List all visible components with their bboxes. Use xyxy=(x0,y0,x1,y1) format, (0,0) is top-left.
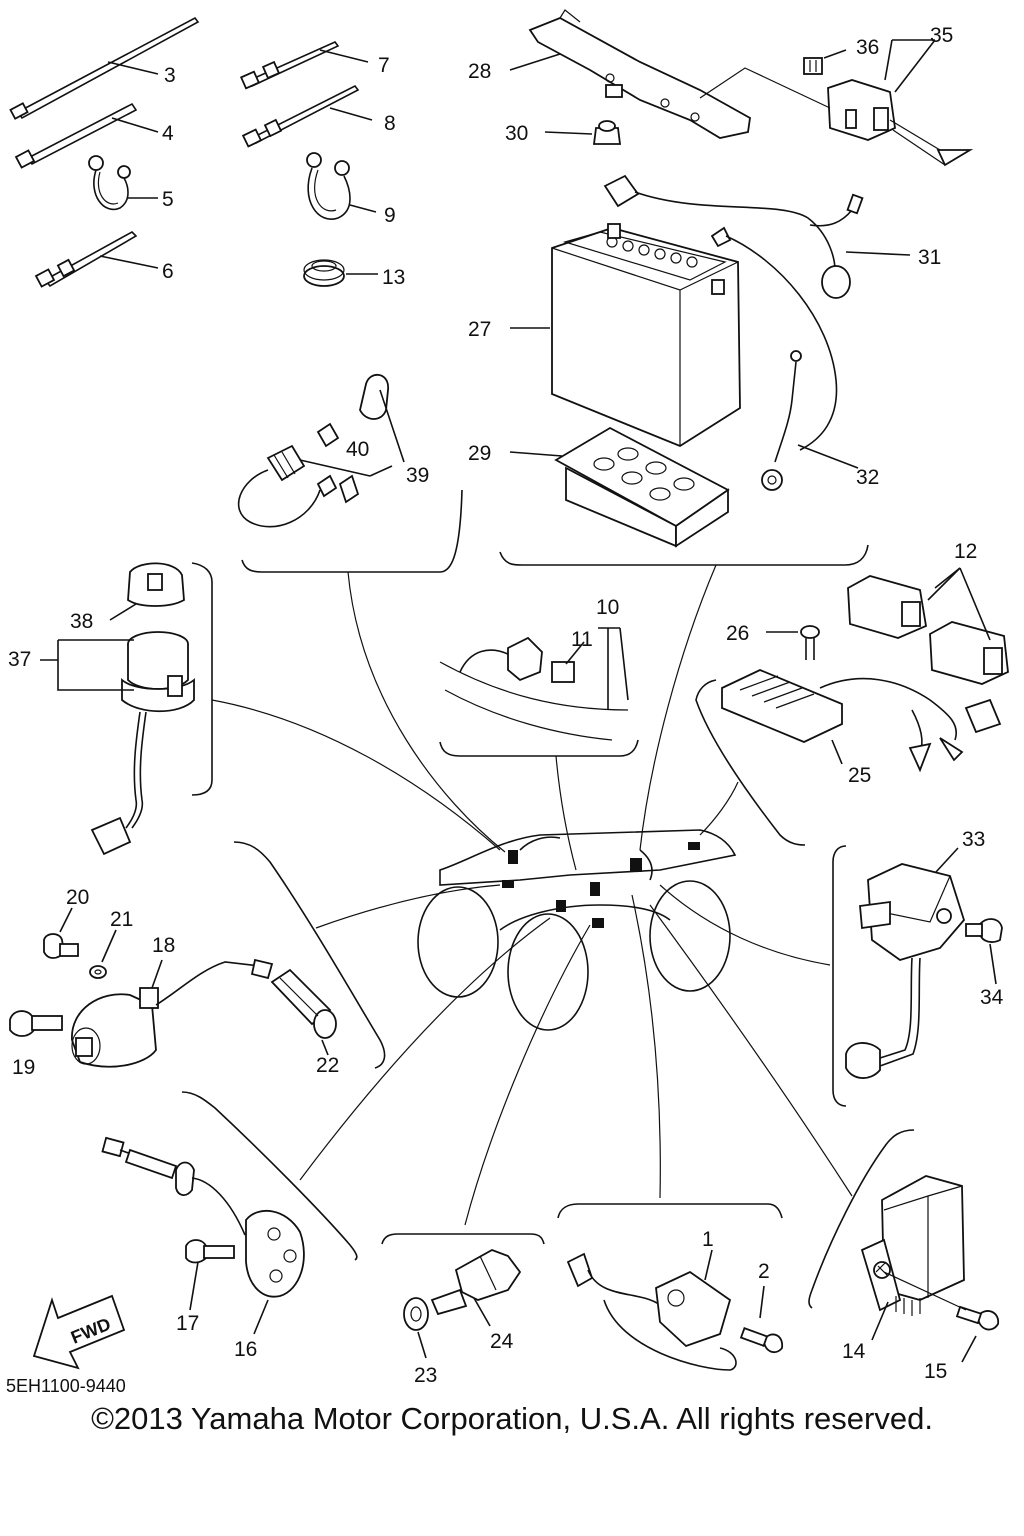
callout-3: 3 xyxy=(164,64,176,87)
screw-15: 15 xyxy=(883,1271,999,1383)
callout-35: 35 xyxy=(930,24,953,47)
rectifier-regulator-25: 25 xyxy=(721,669,1002,787)
relay-unit-10: 11 10 xyxy=(439,596,629,741)
bolt-34: 34 xyxy=(965,918,1004,1009)
callout-18: 18 xyxy=(152,934,175,957)
callout-27: 27 xyxy=(468,318,491,341)
sensor-1: 1 xyxy=(566,1228,737,1371)
bolt-20: 20 xyxy=(43,886,89,959)
callout-25: 25 xyxy=(848,764,871,787)
callout-30: 30 xyxy=(505,122,528,145)
callout-22: 22 xyxy=(316,1054,339,1077)
callout-31: 31 xyxy=(918,246,941,269)
bracket-thermo-switch xyxy=(381,1233,545,1245)
battery-lead-31: 31 xyxy=(603,174,941,299)
callout-13: 13 xyxy=(382,266,405,289)
callout-40: 40 xyxy=(346,438,369,461)
callout-11: 11 xyxy=(571,628,593,651)
main-switch-37: 38 37 xyxy=(8,562,195,856)
fwd-arrow: FWD xyxy=(32,1294,126,1370)
callout-21: 21 xyxy=(110,908,133,931)
callout-15: 15 xyxy=(924,1360,947,1383)
callout-10: 10 xyxy=(596,596,619,619)
bracket-relay xyxy=(439,739,639,757)
callout-19: 19 xyxy=(12,1056,35,1079)
bracket-plug-cap xyxy=(241,489,463,573)
rectifier-33: 33 xyxy=(845,828,985,1079)
bracket-main-switch xyxy=(191,562,213,796)
callout-17: 17 xyxy=(176,1312,199,1335)
battery-box-29: 29 xyxy=(468,426,730,548)
callout-4: 4 xyxy=(162,122,174,145)
callout-8: 8 xyxy=(384,112,396,135)
callout-37: 37 xyxy=(8,648,31,671)
screw-2: 2 xyxy=(739,1260,783,1354)
bolt-26: 26 xyxy=(726,622,820,660)
callout-5: 5 xyxy=(162,188,174,211)
callout-33: 33 xyxy=(962,828,985,851)
bolt-19: 19 xyxy=(9,1010,63,1079)
cable-tie-3: 3 xyxy=(9,16,200,120)
sensor-16: 16 xyxy=(101,1136,305,1361)
battery-bracket-28: 28 xyxy=(468,9,751,139)
callout-16: 16 xyxy=(234,1338,257,1361)
bolt-17: 17 xyxy=(176,1239,235,1335)
callout-2: 2 xyxy=(758,1260,770,1283)
battery-27: 27 xyxy=(468,223,741,448)
thermo-switch-24: 24 xyxy=(430,1249,522,1353)
callout-20: 20 xyxy=(66,886,89,909)
part-code: 5EH1100-9440 xyxy=(6,1376,126,1396)
callout-1: 1 xyxy=(702,1228,714,1251)
callout-29: 29 xyxy=(468,442,491,465)
cable-tie-8: 8 xyxy=(241,84,396,148)
grommet-13: 13 xyxy=(303,259,405,289)
ignition-coil-18: 18 xyxy=(71,934,274,1068)
clamp-9: 9 xyxy=(306,152,396,227)
bracket-sensor-1 xyxy=(557,1203,783,1219)
relay-12: 12 xyxy=(847,540,1009,685)
callout-28: 28 xyxy=(468,60,491,83)
battery-lead-32: 32 xyxy=(710,226,879,491)
fuse-36: 36 xyxy=(803,36,879,75)
bracket-ignition-coil xyxy=(233,841,386,1069)
cable-tie-7: 7 xyxy=(239,41,390,90)
plug-cap-lead-39: 40 39 xyxy=(237,374,429,528)
callout-7: 7 xyxy=(378,54,390,77)
callout-9: 9 xyxy=(384,204,396,227)
copyright-notice: ©2013 Yamaha Motor Corporation, U.S.A. A… xyxy=(91,1401,933,1436)
callout-32: 32 xyxy=(856,466,879,489)
callout-6: 6 xyxy=(162,260,174,283)
cable-tie-6: 6 xyxy=(34,231,174,288)
starter-relay-35: 35 xyxy=(699,24,974,167)
callout-36: 36 xyxy=(856,36,879,59)
callout-14: 14 xyxy=(842,1340,866,1363)
plug-cap-22: 22 xyxy=(270,968,339,1077)
bracket-rectifier xyxy=(695,679,806,846)
leader-lines xyxy=(211,564,853,1226)
washer-21: 21 xyxy=(89,908,133,979)
bracket-battery-group xyxy=(499,544,869,566)
callout-34: 34 xyxy=(980,986,1004,1009)
cdi-unit-14: 14 xyxy=(842,1175,965,1363)
cable-tie-4: 4 xyxy=(14,102,174,169)
bracket-cdi xyxy=(808,1129,915,1309)
bracket-sensor-16 xyxy=(181,1091,358,1261)
bracket-rectifier-33 xyxy=(832,845,847,1107)
callout-39: 39 xyxy=(406,464,429,487)
frame-outline xyxy=(417,829,737,1031)
clamp-5: 5 xyxy=(88,155,174,211)
gasket-23: 23 xyxy=(403,1297,437,1387)
callout-24: 24 xyxy=(490,1330,514,1353)
damper-30: 30 xyxy=(505,120,622,145)
callout-26: 26 xyxy=(726,622,749,645)
callout-38: 38 xyxy=(70,610,93,633)
parts-diagram: 3 4 5 6 7 8 9 xyxy=(6,9,1009,1396)
callout-23: 23 xyxy=(414,1364,437,1387)
callout-12: 12 xyxy=(954,540,977,563)
